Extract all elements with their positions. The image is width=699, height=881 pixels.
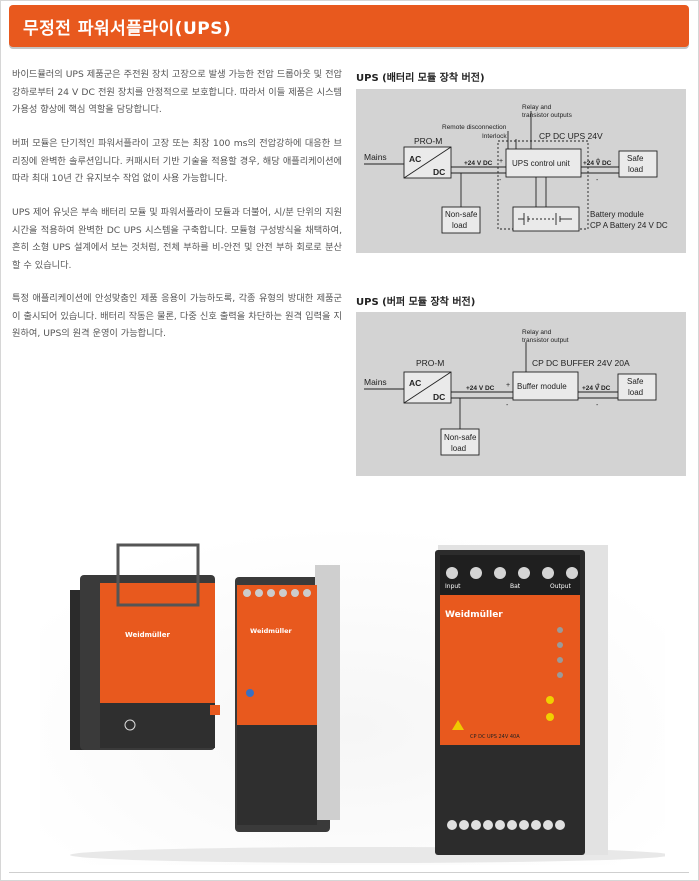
d2-dc: DC (433, 392, 445, 402)
d2-plus-1: + (506, 382, 510, 389)
d1-nonsafe2: load (452, 221, 467, 230)
page-title: 무정전 파워서플라이(UPS) (23, 19, 232, 39)
d2-prom: PRO-M (416, 358, 444, 368)
d1-battery1: Battery module (590, 210, 644, 219)
d2-relay1: Relay and (522, 329, 552, 336)
d1-relay1: Relay and (522, 104, 552, 111)
d1-mains: Mains (364, 152, 387, 162)
battery-module-image: Weidmüller (70, 543, 220, 750)
d1-safe1: Safe (627, 154, 644, 163)
d2-minus-1: - (506, 402, 509, 409)
photo-input-label: Input (445, 583, 461, 590)
paragraph-1: 바이드뮬러의 UPS 제품군은 주전원 장치 고장으로 발생 가능한 전압 드롭… (12, 69, 342, 115)
d1-prom: PRO-M (414, 136, 442, 146)
svg-text:Weidmüller: Weidmüller (125, 631, 170, 639)
photo-model-label: CP DC UPS 24V 40A (470, 734, 520, 740)
d1-minus-2: - (596, 177, 599, 184)
d1-device: CP DC UPS 24V (539, 131, 603, 141)
d1-v24b: +24 V DC (583, 160, 612, 167)
d2-mains: Mains (364, 377, 387, 387)
buffer-module-image: Weidmüller (235, 565, 340, 832)
d1-relay2: transistor outputs (522, 112, 573, 119)
d1-nonsafe1: Non-safe (445, 210, 478, 219)
d1-dc: DC (433, 167, 445, 177)
d2-device: CP DC BUFFER 24V 20A (532, 358, 630, 368)
d2-v24b: +24 V DC (582, 385, 611, 392)
diagram-2: Relay and transistor output PRO-M CP DC … (356, 312, 686, 476)
photo-output-label: Output (550, 583, 571, 590)
product-photo: Weidmüller Weidmüller (40, 525, 670, 865)
d2-buffer: Buffer module (517, 382, 567, 391)
d1-v24a: +24 V DC (464, 160, 493, 167)
d2-v24a: +24 V DC (466, 385, 495, 392)
d2-relay2: transistor output (522, 337, 569, 344)
paragraph-2: 버퍼 모듈은 단기적인 파워서플라이 고장 또는 최장 100 ms의 전압강하… (12, 138, 342, 184)
page-header: 무정전 파워서플라이(UPS) (9, 5, 689, 47)
paragraph-4: 특정 애플리케이션에 안성맞춤인 제품 응용이 가능하도록, 각종 유형의 방대… (12, 293, 342, 339)
d2-safe2: load (628, 388, 643, 397)
paragraph-3: UPS 제어 유닛은 부속 배터리 모듈 및 파워서플라이 모듈과 더불어, 시… (12, 207, 342, 271)
d1-ac: AC (409, 154, 421, 164)
diagram-1: Mains PRO-M AC DC +24 V DC +24 V DC UPS … (356, 89, 686, 253)
photo-brand-label: Weidmüller (445, 610, 503, 620)
d1-plus-2: + (596, 157, 600, 164)
d1-remote: Remote disconnection (442, 124, 507, 131)
d1-control: UPS control unit (512, 159, 571, 168)
d2-ac: AC (409, 378, 421, 388)
d1-interlock: Interlock (482, 133, 507, 140)
d2-nonsafe2: load (451, 444, 466, 453)
diagram-2-title: UPS (버퍼 모듈 장착 버전) (356, 297, 476, 308)
d1-safe2: load (628, 165, 643, 174)
diagram-1-title: UPS (배터리 모듈 장착 버전) (356, 73, 485, 84)
ups-control-unit-image: Input Bat Output Weidmüller CP DC UPS 24… (435, 545, 608, 855)
photo-bat-label: Bat (510, 583, 521, 590)
d1-battery2: CP A Battery 24 V DC (590, 221, 668, 230)
d2-safe1: Safe (627, 377, 644, 386)
svg-text:Weidmüller: Weidmüller (250, 627, 292, 635)
d1-plus-1: + (499, 158, 503, 165)
bottom-rule (9, 872, 689, 873)
d2-plus-2: + (596, 382, 600, 389)
d2-minus-2: - (596, 402, 599, 409)
d1-minus-1: - (499, 177, 502, 184)
d2-nonsafe1: Non-safe (444, 433, 477, 442)
